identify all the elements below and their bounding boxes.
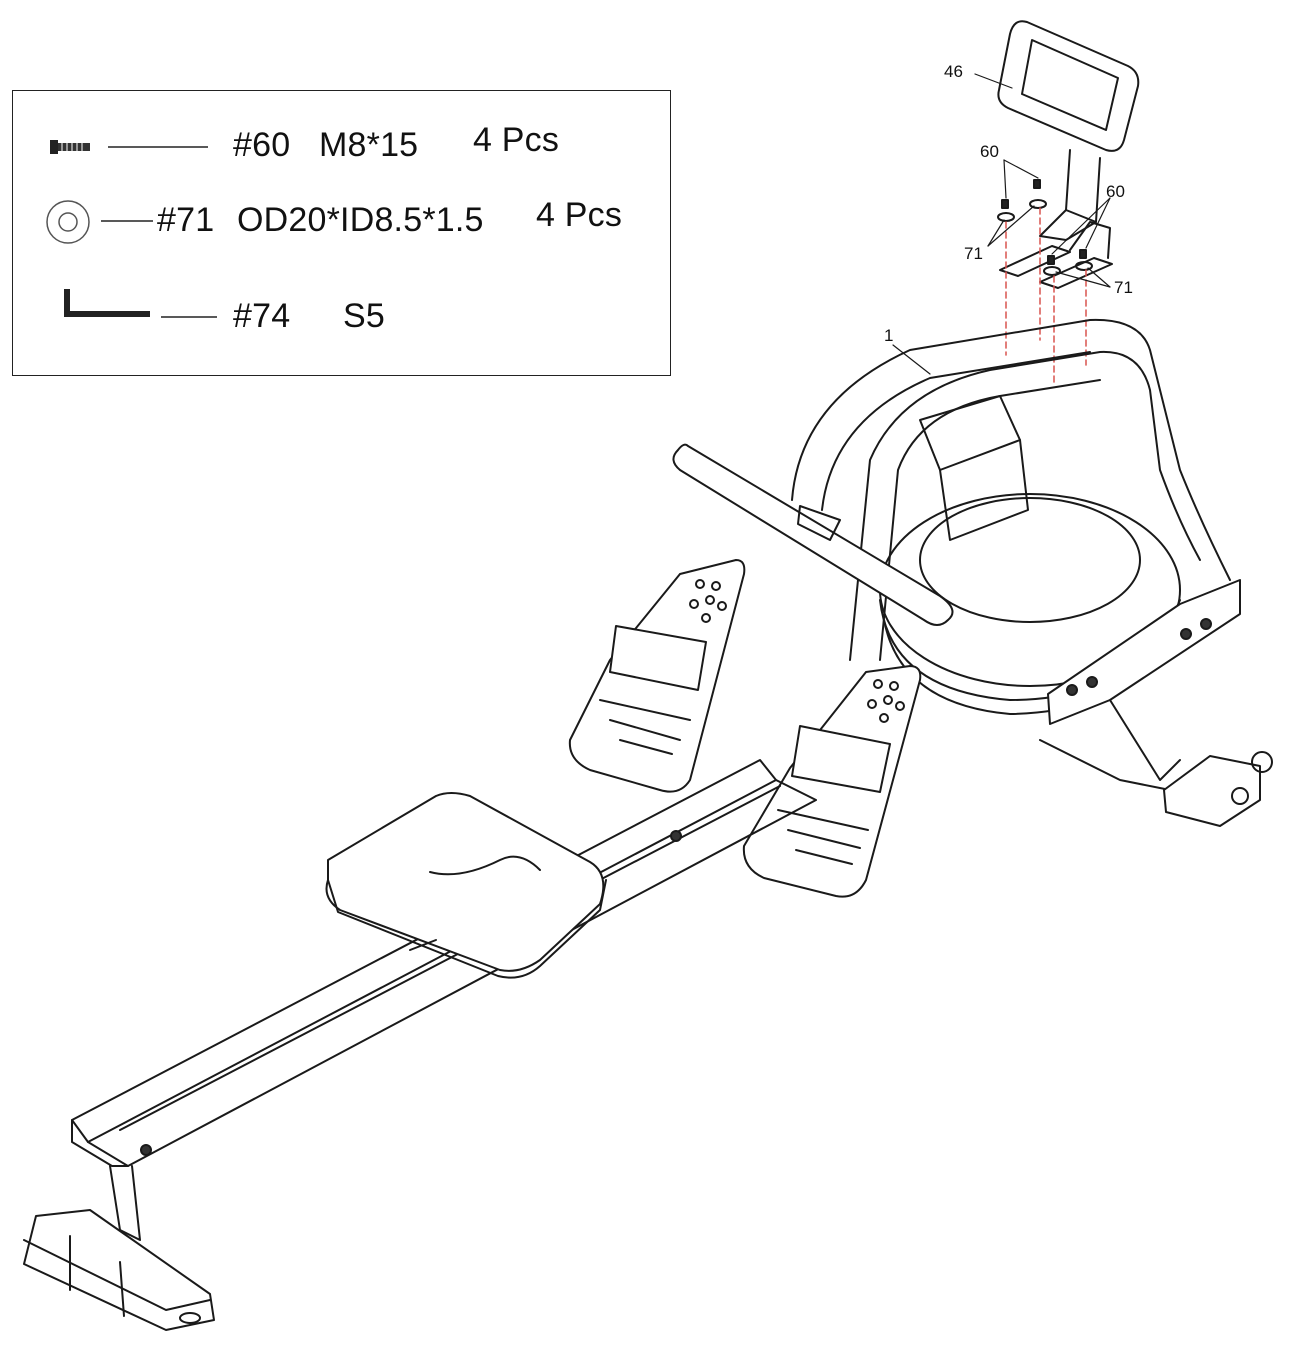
- callout-washer-left: 71: [964, 244, 983, 263]
- callout-leaders: [892, 73, 1111, 375]
- console-monitor: [997, 20, 1140, 241]
- leader-line-60: [108, 146, 208, 148]
- rear-stabilizer: [1039, 579, 1273, 827]
- handle-bar: [672, 443, 954, 626]
- part-spec-74: S5: [343, 297, 385, 335]
- callout-console: 46: [944, 62, 963, 81]
- part-spec-60: M8*15: [319, 126, 419, 164]
- leader-line-71: [101, 220, 153, 222]
- main-frame: [791, 318, 1231, 661]
- part-number-60: #60: [233, 126, 291, 164]
- part-spec-71: OD20*ID8.5*1.5: [237, 201, 484, 239]
- bolt-icon: [50, 140, 90, 154]
- bolts-washers: [997, 179, 1093, 276]
- hardware-parts-list: #60 M8*15 4 Pcs #71 OD20*ID8.5*1.5 4 Pcs…: [12, 90, 671, 376]
- part-qty-60: 4 Pcs: [473, 121, 560, 159]
- left-footrest: [568, 559, 746, 793]
- part-qty-71: 4 Pcs: [536, 196, 623, 234]
- callout-bolt-right: 60: [1106, 182, 1125, 201]
- washer-icon: [46, 200, 90, 244]
- part-number-71: #71: [157, 201, 215, 239]
- leader-line-74: [161, 316, 217, 318]
- callout-bolt-left: 60: [980, 142, 999, 161]
- front-stabilizer: [23, 1165, 215, 1331]
- seat: [325, 792, 607, 979]
- mounting-brackets: [999, 221, 1113, 289]
- assembly-guide-lines: [1005, 207, 1087, 386]
- part-number-74: #74: [233, 297, 291, 335]
- allen-key-icon: [64, 289, 150, 317]
- right-footrest: [742, 665, 922, 898]
- callout-washer-right: 71: [1114, 278, 1133, 297]
- callout-main-frame: 1: [884, 326, 894, 345]
